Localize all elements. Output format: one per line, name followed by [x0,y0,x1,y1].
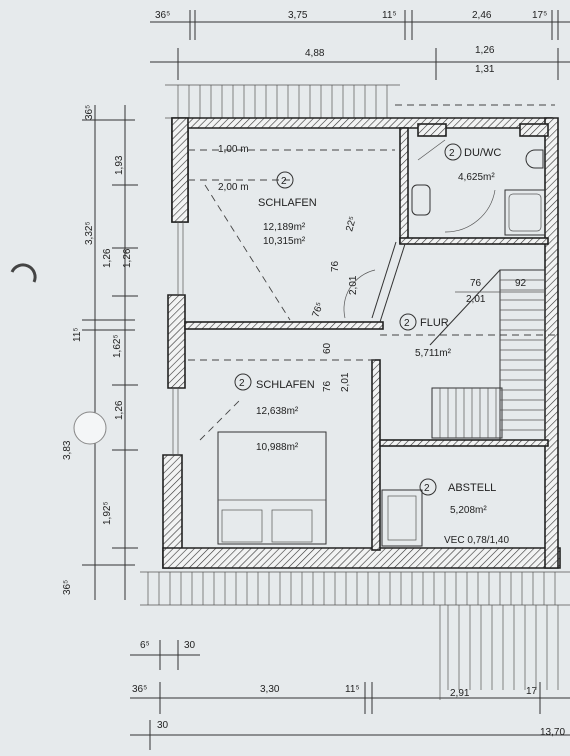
room-schlafen-bottom: 2 SCHLAFEN 12,638m² 10,988m² [234,373,315,453]
room-number: 2 [424,483,430,494]
room-area: 4,625m² [458,172,495,183]
room-schlafen-top: 1,00 m 2,00 m 2 SCHLAFEN 12,189m² 10,315… [218,144,317,247]
door-label-2: 2,01 [348,275,359,295]
door-labels: 76 2,01 76⁵ 22⁵ 60 76 2,01 76 2,01 92 [310,215,545,392]
bottom-dimensions: 6⁵ 30 36⁵ 3,30 11⁵ 2,91 17 30 13,70 [130,640,570,750]
room-name: SCHLAFEN [258,197,317,209]
slope-lines [188,104,555,441]
room-area-1: 12,638m² [256,406,299,417]
room-note: VEC 0,78/1,40 [444,535,509,546]
door-label-10: 92 [515,278,527,289]
door-label-4: 22⁵ [344,215,359,233]
bathroom-fixtures [411,139,546,236]
binder-holes [10,263,107,445]
door-label-8: 76 [470,278,482,289]
door-label-3: 76⁵ [310,301,326,319]
door-label-1: 76 [330,260,341,272]
room-name: DU/WC [464,147,501,159]
room-area-1: 12,189m² [263,222,306,233]
room-area: 5,711m² [415,348,452,359]
dim-bottom-9: 13,70 [540,727,565,738]
dim-left-7: 1,26 [102,248,113,268]
room-area-2: 10,988m² [256,442,299,453]
room-number: 2 [281,176,287,187]
dim-bottom-2: 30 [184,640,196,651]
dim-left-6: 1,93 [114,155,125,175]
dim-bottom-6: 2,91 [450,688,470,699]
dim-bottom-1: 6⁵ [140,640,150,651]
room-number: 2 [239,378,245,389]
door-label-9: 2,01 [466,294,486,305]
dim-top-8: 1,31 [475,64,495,75]
dim-left-11: 1,92⁵ [102,501,113,525]
room-flur: 2 FLUR 5,711m² [399,313,452,359]
roof-eave-bottom [140,571,570,700]
dim-left-9: 1,62⁵ [112,334,123,358]
diagonal-wall [343,241,406,323]
note-2m: 2,00 m [218,182,249,193]
dim-bottom-4: 3,30 [260,684,280,695]
dim-bottom-8: 30 [157,720,169,731]
dim-top-5: 17⁵ [532,10,547,21]
dim-left-5: 36⁵ [84,105,95,120]
room-area: 5,208m² [450,505,487,516]
dim-left-4: 36⁵ [62,580,73,595]
door-label-6: 76 [322,380,333,392]
staircase [429,269,546,441]
dim-bottom-5: 11⁵ [345,684,360,695]
abstell-box [381,489,423,547]
room-area-2: 10,315m² [263,236,306,247]
dim-top-3: 11⁵ [382,10,397,21]
dim-bottom-7: 17 [526,686,538,697]
dim-left-2: 11⁵ [72,327,83,342]
left-dimensions: 3,32⁵ 11⁵ 3,83 36⁵ 36⁵ 1,93 1,26 1,26 1,… [62,105,138,600]
bed [217,431,327,545]
dim-left-10: 1,26 [114,400,125,420]
room-name: SCHLAFEN [256,379,315,391]
dim-top-1: 36⁵ [155,10,170,21]
room-name: ABSTELL [448,482,496,494]
dim-bottom-3: 36⁵ [132,684,147,695]
door-label-7: 2,01 [340,372,351,392]
top-dimensions: 36⁵ 3,75 11⁵ 2,46 17⁵ 4,88 1,26 1,31 [150,10,570,80]
room-number: 2 [404,318,410,329]
dim-left-8: 1,26 [122,248,133,268]
room-abstell: 2 ABSTELL 5,208m² VEC 0,78/1,40 [419,478,509,546]
note-1m: 1,00 m [218,144,249,155]
dim-top-2: 3,75 [288,10,308,21]
room-name: FLUR [420,317,449,329]
exterior-walls [162,117,561,569]
interior-walls [184,123,549,551]
dim-left-3: 3,83 [62,440,73,460]
dim-top-6: 4,88 [305,48,325,59]
dim-top-7: 1,26 [475,45,495,56]
window-lines [172,222,184,455]
room-number: 2 [449,148,455,159]
door-label-5: 60 [322,342,333,354]
dim-left-1: 3,32⁵ [84,221,95,245]
dim-top-4: 2,46 [472,10,492,21]
room-du-wc: 2 DU/WC 4,625m² [444,143,501,183]
